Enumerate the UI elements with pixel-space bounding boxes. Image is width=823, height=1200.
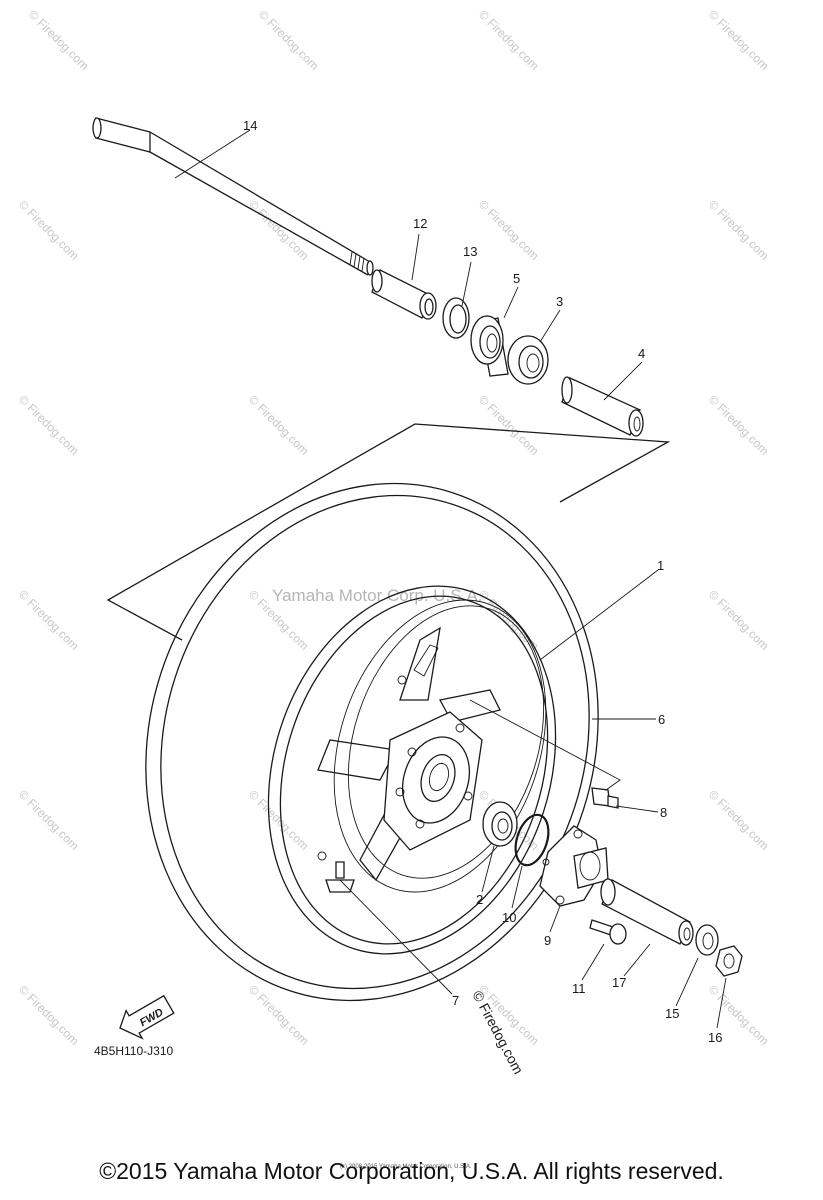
o-ring [514, 813, 550, 867]
watermark-tile: © Firedog.com [706, 787, 772, 853]
diagram-code: 4B5H110-J310 [94, 1044, 173, 1058]
leader-lines [174, 129, 727, 1029]
oil-seal [442, 297, 470, 339]
watermark-tile: © Firedog.com [706, 587, 772, 653]
collar [371, 269, 437, 320]
part-number-14: 14 [243, 118, 257, 133]
part-number-2: 2 [476, 892, 483, 907]
assembly-bracket [106, 423, 671, 641]
watermark-tile: © Firedog.com [246, 392, 312, 458]
bolt [589, 919, 627, 945]
watermark-tile: © Firedog.com [706, 197, 772, 263]
part-labels: 14 12 13 5 3 4 1 6 8 2 10 9 11 17 15 16 … [243, 118, 722, 1045]
part-number-1: 1 [657, 558, 664, 573]
tire-valve [325, 861, 355, 893]
watermark-tile: © Firedog.com [476, 7, 542, 73]
washer [695, 924, 719, 956]
spacer-4 [561, 376, 644, 437]
part-number-7: 7 [452, 993, 459, 1008]
watermark-tile: © Firedog.com [16, 197, 82, 263]
part-number-17: 17 [612, 975, 626, 990]
watermark-tile: © Firedog.com [706, 7, 772, 73]
watermark-tiles: © Firedog.com © Firedog.com © Firedog.co… [16, 7, 772, 1048]
meter-clutch [539, 825, 609, 907]
part-number-4: 4 [638, 346, 645, 361]
watermark-tile: © Firedog.com [16, 787, 82, 853]
collar-17 [600, 878, 694, 946]
wheel [145, 482, 599, 1002]
forward-arrow-icon: FWD [119, 994, 175, 1040]
part-number-10: 10 [502, 910, 516, 925]
axle [92, 117, 374, 276]
watermark-tile: © Firedog.com [16, 587, 82, 653]
nut [715, 945, 743, 977]
watermark-tile: © Firedog.com [16, 982, 82, 1048]
footer-copyright: ©2015 Yamaha Motor Corporation, U.S.A. A… [99, 1158, 724, 1184]
watermark-tile: © Firedog.com [246, 197, 312, 263]
watermark-tile: © Firedog.com [246, 787, 312, 853]
watermark-tile: © Firedog.com [476, 392, 542, 458]
part-number-3: 3 [556, 294, 563, 309]
part-number-5: 5 [513, 271, 520, 286]
part-number-11: 11 [572, 981, 586, 996]
part-number-6: 6 [658, 712, 665, 727]
bearing-2 [482, 801, 518, 847]
part-number-12: 12 [413, 216, 427, 231]
part-number-9: 9 [544, 933, 551, 948]
watermark-tile: © Firedog.com [476, 197, 542, 263]
watermark-tile: © Firedog.com [246, 982, 312, 1048]
watermark-tile: © Firedog.com [26, 7, 92, 73]
bearing-5 [470, 315, 509, 377]
watermark-tile: © Firedog.com [16, 392, 82, 458]
part-number-8: 8 [660, 805, 667, 820]
watermark-tile: © Firedog.com [706, 392, 772, 458]
balance-weight [591, 787, 619, 809]
tiny-copyright: (c) 2008-2015 Yamaha Motor Corporation, … [340, 1164, 472, 1170]
part-number-15: 15 [665, 1006, 679, 1021]
part-number-13: 13 [463, 244, 477, 259]
part-number-16: 16 [708, 1030, 722, 1045]
bearing-3 [507, 335, 549, 385]
watermark-tile: © Firedog.com [256, 7, 322, 73]
center-watermark: Yamaha Motor Corp. U.S.A. [272, 586, 482, 605]
